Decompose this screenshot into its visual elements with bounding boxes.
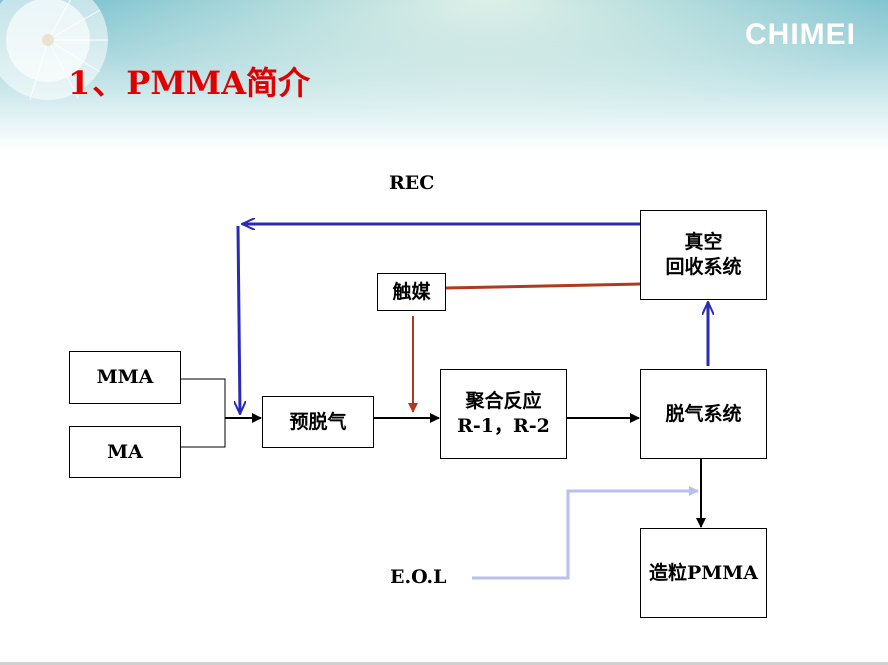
predegas-box: 预脱气: [262, 396, 374, 448]
catalyst-line: [445, 282, 641, 290]
reaction-box-label-2: R-1，R-2: [457, 415, 550, 437]
eol-label: E.O.L: [390, 566, 447, 588]
predegas-box-label: 预脱气: [289, 410, 347, 433]
vacuum-box-label-1: 真空: [684, 231, 723, 254]
pellet-box-label: 造粒PMMA: [648, 561, 759, 584]
slide-bottom-border: [0, 662, 888, 665]
catalyst-box: 触媒: [377, 273, 446, 311]
title-number: 1、: [68, 64, 127, 102]
header-glow: [0, 0, 888, 150]
vacuum-box-label-2: 回收系统: [665, 256, 742, 278]
ma-box-label: MA: [107, 440, 143, 463]
rec-label: REC: [389, 172, 435, 194]
catalyst-box-label: 触媒: [392, 280, 431, 303]
degas-box-label: 脱气系统: [665, 402, 742, 425]
eol-line: [472, 486, 699, 580]
ma-box: MA: [69, 426, 181, 478]
rec-down-line: [238, 225, 240, 414]
dandelion-icon: [0, 0, 108, 101]
mma-box-label: MMA: [96, 366, 154, 389]
title-text: PMMA简介: [126, 64, 311, 102]
vacuum-recovery-box: 真空 回收系统: [640, 210, 767, 300]
pellet-box: 造粒PMMA: [640, 528, 767, 618]
reaction-box: 聚合反应 R-1，R-2: [440, 369, 567, 459]
chimei-logo: CHIMEI: [745, 18, 856, 51]
ma-connector: [181, 418, 226, 448]
mma-box: MMA: [69, 351, 181, 404]
degas-box: 脱气系统: [640, 369, 767, 459]
page-title: 1、PMMA简介: [68, 58, 310, 104]
reaction-box-label-1: 聚合反应: [465, 390, 542, 413]
mma-connector: [181, 378, 226, 418]
